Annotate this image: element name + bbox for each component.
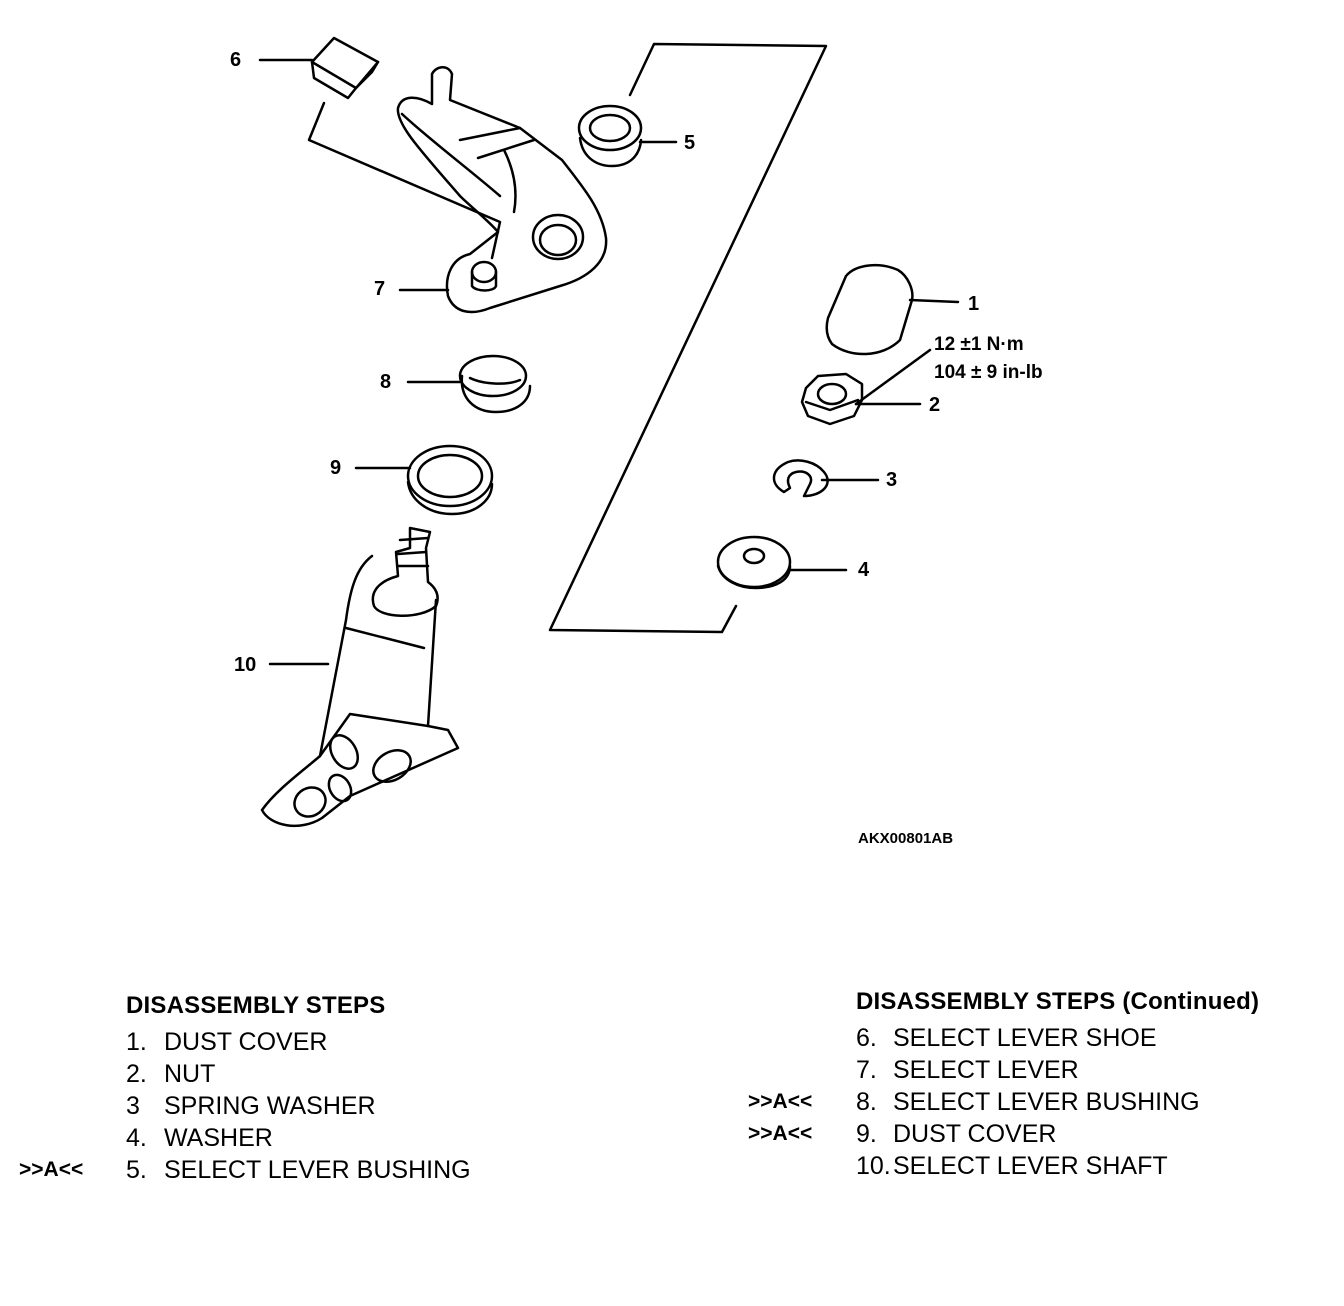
- callout-8: 8: [380, 371, 391, 393]
- step-item: 4. WASHER: [126, 1122, 471, 1154]
- step-mark: >>A<<: [748, 1090, 813, 1113]
- step-label: SELECT LEVER BUSHING: [164, 1156, 471, 1184]
- figure-code: AKX00801AB: [858, 830, 953, 847]
- step-number: 8.: [856, 1088, 877, 1116]
- leader-line-1: [908, 298, 960, 304]
- step-item: 1. DUST COVER: [126, 1026, 471, 1058]
- step-label: WASHER: [164, 1124, 273, 1152]
- step-number: 9.: [856, 1120, 877, 1148]
- callout-1: 1: [968, 293, 979, 315]
- step-mark: >>A<<: [19, 1158, 84, 1181]
- step-item: 3 SPRING WASHER: [126, 1090, 471, 1122]
- step-label: SPRING WASHER: [164, 1092, 376, 1120]
- select-lever-bushing-top-part: [577, 104, 643, 168]
- disassembly-steps-right: DISASSEMBLY STEPS (Continued) 6. SELECT L…: [748, 988, 1260, 1182]
- step-number: 4.: [126, 1124, 147, 1152]
- step-item: >>A<< 8. SELECT LEVER BUSHING: [748, 1086, 1259, 1118]
- callout-7: 7: [374, 278, 385, 300]
- disassembly-steps-left: DISASSEMBLY STEPS 1. DUST COVER 2. NUT 3 SP…: [19, 992, 471, 1186]
- callout-10: 10: [234, 654, 256, 676]
- step-label: DUST COVER: [164, 1028, 328, 1056]
- step-item: >>A<< 5. SELECT LEVER BUSHING: [19, 1154, 471, 1186]
- steps-right-title: DISASSEMBLY STEPS (Continued): [856, 988, 1260, 1015]
- steps-left-title: DISASSEMBLY STEPS: [126, 992, 386, 1019]
- step-label: SELECT LEVER BUSHING: [893, 1088, 1200, 1116]
- step-item: >>A<< 9. DUST COVER: [748, 1118, 1259, 1150]
- callout-2: 2: [929, 394, 940, 416]
- dust-cover-cap-part: [825, 263, 914, 356]
- step-number: 2.: [126, 1060, 147, 1088]
- step-item: 10.SELECT LEVER SHAFT: [856, 1150, 1259, 1182]
- washer-part: [716, 535, 792, 590]
- step-mark: >>A<<: [748, 1122, 813, 1145]
- torque-spec-nm: 12 ±1 N·m: [934, 334, 1024, 355]
- select-lever-bushing-part: [458, 354, 532, 414]
- step-number: 3: [126, 1092, 140, 1120]
- select-lever-shoe-part: [310, 36, 380, 100]
- callout-3: 3: [886, 469, 897, 491]
- nut-part: [800, 372, 864, 426]
- step-label: SELECT LEVER SHOE: [893, 1024, 1157, 1052]
- step-number: 10.: [856, 1152, 891, 1180]
- step-item: 6. SELECT LEVER SHOE: [856, 1022, 1259, 1054]
- step-number: 6.: [856, 1024, 877, 1052]
- step-label: SELECT LEVER SHAFT: [893, 1152, 1168, 1180]
- step-number: 7.: [856, 1056, 877, 1084]
- exploded-parts-diagram: 6 5 7 1 2 8 3 9 4 10 12 ±1 N·m 104 ± 9 i…: [230, 36, 1043, 847]
- step-item: 2. NUT: [126, 1058, 471, 1090]
- select-lever-shaft-part: [260, 526, 460, 827]
- dust-cover-ring-part: [406, 444, 494, 516]
- spring-washer-part: [772, 459, 829, 498]
- callout-5: 5: [684, 132, 695, 154]
- torque-leader-line: [854, 348, 932, 406]
- step-label: SELECT LEVER: [893, 1056, 1079, 1084]
- torque-spec-inlb: 104 ± 9 in-lb: [934, 362, 1043, 383]
- step-number: 1.: [126, 1028, 147, 1056]
- callout-4: 4: [858, 559, 870, 581]
- step-item: 7. SELECT LEVER: [856, 1054, 1259, 1086]
- shoe-link-line: [307, 101, 502, 260]
- step-label: NUT: [164, 1060, 216, 1088]
- callout-6: 6: [230, 49, 241, 71]
- assembly-bracket-line: [548, 42, 828, 634]
- step-label: DUST COVER: [893, 1120, 1057, 1148]
- step-number: 5.: [126, 1156, 147, 1184]
- select-lever-part: [396, 66, 608, 314]
- callout-9: 9: [330, 457, 341, 479]
